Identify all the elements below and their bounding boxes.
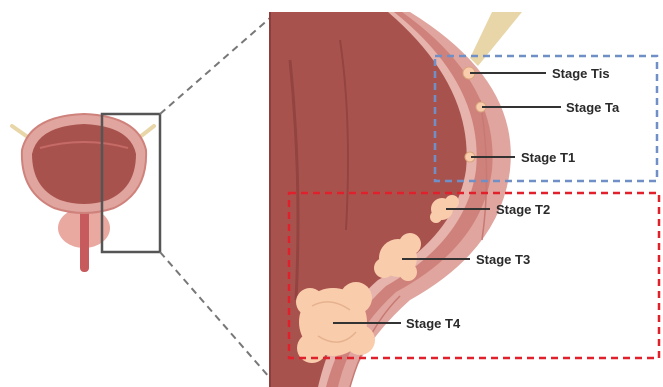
- zoom-connector-top: [160, 18, 270, 114]
- zoom-connector-bottom: [160, 252, 270, 378]
- label-stage-t1: Stage T1: [521, 150, 575, 165]
- label-stage-t2: Stage T2: [496, 202, 550, 217]
- bladder-lumen: [32, 124, 136, 204]
- label-stage-ta: Stage Ta: [566, 100, 620, 115]
- bladder-overview: [12, 114, 160, 272]
- label-stage-t4: Stage T4: [406, 316, 461, 331]
- label-stage-tis: Stage Tis: [552, 66, 610, 81]
- urethra: [80, 208, 89, 272]
- ureter-zoomed: [470, 12, 522, 66]
- label-stage-t3: Stage T3: [476, 252, 530, 267]
